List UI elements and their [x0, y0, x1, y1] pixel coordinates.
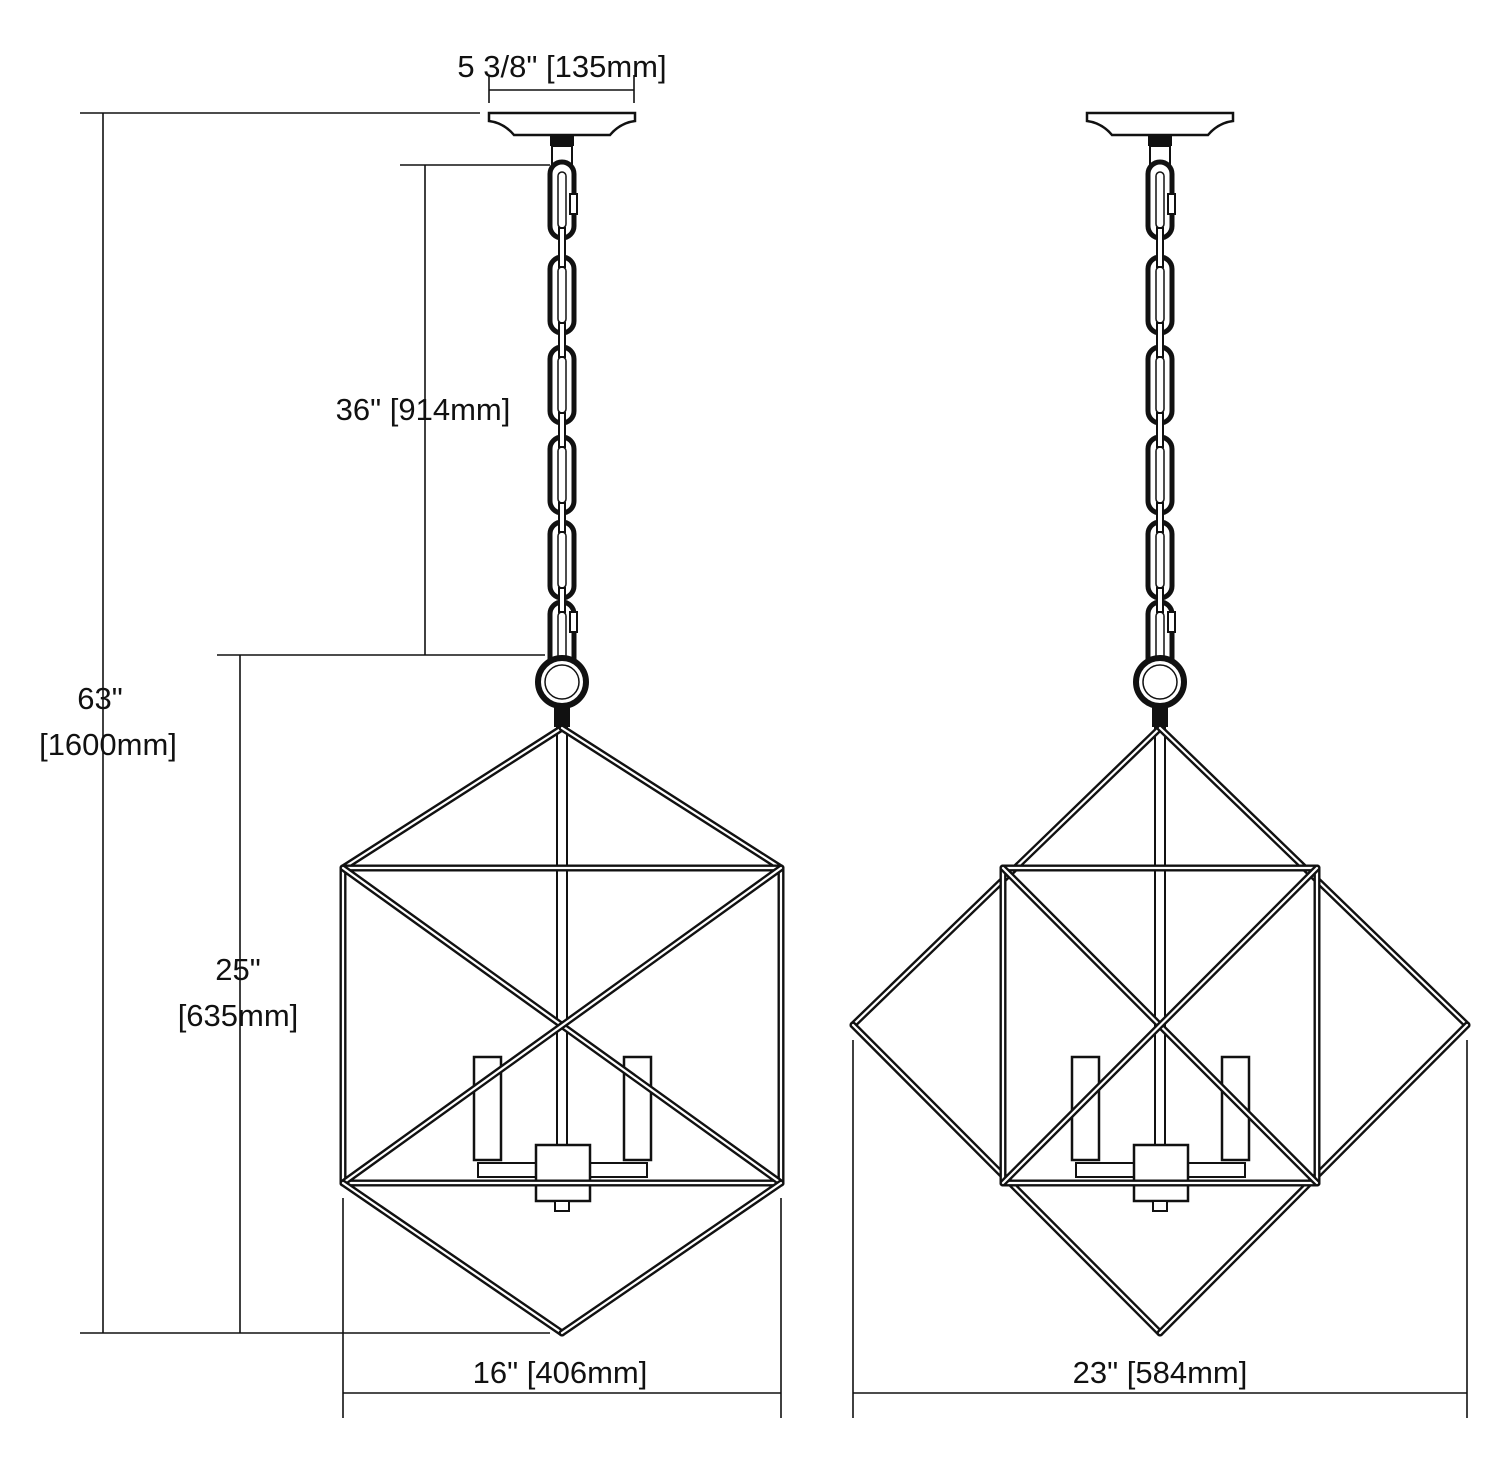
right-fixture-hook-latch-bottom: [1167, 611, 1176, 633]
right-fixture-chain-link-hole-0: [1155, 171, 1165, 229]
right-fixture-ring-inner: [1142, 664, 1178, 700]
right-fixture-chain-edge-link-2: [1156, 412, 1164, 448]
left-fixture-frame-bottom-left-inner: [341, 1181, 564, 1335]
right-fixture-canopy-nut: [1148, 136, 1172, 146]
left-fixture-hook-latch-top: [569, 193, 578, 215]
right-fixture-chain-link-hole-2: [1155, 356, 1165, 414]
left-fixture-canopy: [487, 111, 637, 137]
chain-length-label: 36" [914mm]: [335, 392, 511, 427]
fixture-height-mm-label: [635mm]: [177, 998, 299, 1033]
right-fixture-chain-link-hole-4: [1155, 531, 1165, 589]
left-fixture-chain-edge-link-1: [558, 322, 566, 358]
overall-height-mm-label: [1600mm]: [39, 727, 177, 762]
right-fixture-center-rod: [1154, 727, 1166, 1211]
right-fixture-chain-link-hole-1: [1155, 266, 1165, 324]
right-fixture-chain-edge-link-3: [1156, 502, 1164, 533]
left-fixture-chain-link-hole-2: [557, 356, 567, 414]
right-fixture-chain-edge-link-0: [1156, 227, 1164, 268]
left-fixture-finial: [554, 705, 570, 727]
left-fixture-chain-edge-link-0: [558, 227, 566, 268]
left-fixture-frame-bottom-right-inner: [560, 1181, 783, 1335]
left-fixture-canopy-nut: [550, 136, 574, 146]
left-fixture-center-hub: [534, 1143, 592, 1203]
left-fixture-hook-latch-bottom: [569, 611, 578, 633]
right-fixture-hook-latch-top: [1167, 193, 1176, 215]
right-fixture-center-hub: [1132, 1143, 1190, 1203]
right-fixture-chain-link-hole-3: [1155, 446, 1165, 504]
left-fixture-chain-edge-link-4: [558, 587, 566, 613]
front-width-label: 16" [406mm]: [472, 1355, 648, 1390]
left-fixture-chain-edge-link-3: [558, 502, 566, 533]
right-fixture-chain-edge-link-4: [1156, 587, 1164, 613]
right-fixture-chain-edge-link-1: [1156, 322, 1164, 358]
left-fixture-chain-link-hole-3: [557, 446, 567, 504]
fixture-height-in-label: 25": [215, 952, 261, 987]
right-fixture-hub-cap: [1152, 1200, 1168, 1212]
right-fixture-finial: [1152, 705, 1168, 727]
right-fixture-box-diagonal-b-inner: [1001, 866, 1319, 1185]
left-fixture-chain-link-hole-0: [557, 171, 567, 229]
left-fixture-frame-diagonal-b-inner: [341, 866, 783, 1185]
left-fixture-chain-edge-link-2: [558, 412, 566, 448]
overall-height-in-label: 63": [77, 681, 123, 716]
diagonal-width-label: 23" [584mm]: [1072, 1355, 1248, 1390]
left-fixture-ring-inner: [544, 664, 580, 700]
left-fixture-center-rod: [556, 727, 568, 1211]
right-fixture-canopy: [1085, 111, 1235, 137]
left-fixture-hub-cap: [554, 1200, 570, 1212]
left-fixture-chain-link-hole-1: [557, 266, 567, 324]
canopy-width-label: 5 3/8" [135mm]: [457, 49, 667, 84]
left-fixture-chain-link-hole-4: [557, 531, 567, 589]
left-fixture-frame-top-left-inner: [341, 726, 564, 870]
left-fixture-frame-top-right-inner: [560, 726, 783, 870]
